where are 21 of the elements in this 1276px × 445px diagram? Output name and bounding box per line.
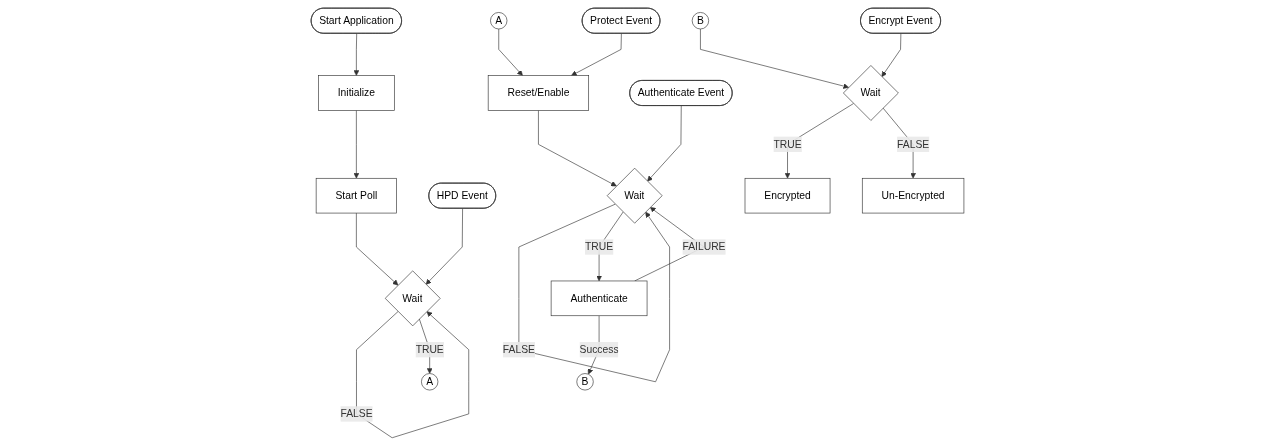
edge-label: TRUE bbox=[416, 343, 445, 355]
node-box: Initialize bbox=[318, 74, 396, 111]
node-box: Authenticate bbox=[551, 280, 648, 316]
edge-label: Success bbox=[580, 343, 620, 355]
node-circle: B bbox=[692, 11, 710, 29]
edge-label: FALSE bbox=[897, 138, 930, 149]
node-circle: A bbox=[490, 11, 508, 29]
node-diamond: Wait bbox=[843, 64, 900, 121]
node-diamond: Wait bbox=[607, 167, 663, 223]
node-box: Encrypted bbox=[745, 177, 831, 213]
edge-label: TRUE bbox=[585, 240, 614, 252]
node-box: Un-Encrypted bbox=[862, 177, 965, 213]
node-box: Start Poll bbox=[316, 177, 398, 213]
edge-label: TRUE bbox=[773, 138, 803, 149]
node-diamond: Wait bbox=[385, 270, 441, 326]
node-box: Reset/Enable bbox=[488, 74, 590, 111]
edge-label: FALSE bbox=[340, 407, 373, 419]
edge-label: FAILURE bbox=[682, 240, 726, 252]
node-circle: A bbox=[421, 372, 439, 390]
node-circle: B bbox=[576, 372, 595, 390]
edge-label: FALSE bbox=[503, 343, 536, 355]
